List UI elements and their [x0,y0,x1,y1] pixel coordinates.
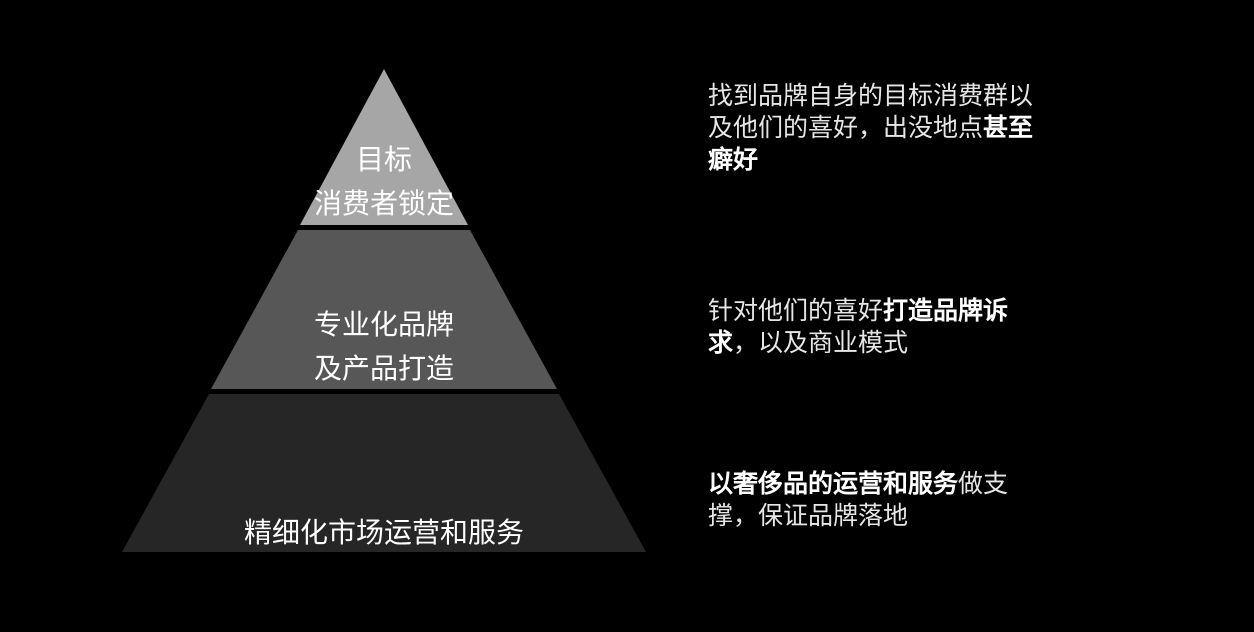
pyramid-tier-bottom [122,394,646,552]
description-top: 找到品牌自身的目标消费群以及他们的喜好，出没地点甚至癖好 [708,80,1048,176]
tier-top-label-line-2: 消费者锁定 [313,187,454,220]
tier-bottom-label: 精细化市场运营和服务 [184,511,584,555]
pyramid-tier-top [300,69,468,225]
description-middle-segment-1: 针对他们的喜好 [708,296,884,325]
tier-middle-label: 专业化品牌 及产品打造 [284,303,484,391]
description-middle: 针对他们的喜好打造品牌诉求，以及商业模式 [708,295,1048,359]
tier-bottom-label-line-1: 精细化市场运营和服务 [243,516,524,549]
description-bottom-segment-2: 做支撑，保证品牌落地 [708,469,1009,530]
description-middle-segment-2: 打造品牌诉求 [708,296,1009,357]
tier-top-label-line-1: 目标 [355,143,412,176]
description-bottom-segment-1: 以奢侈品的运营和服务 [708,469,959,498]
description-bottom: 以奢侈品的运营和服务做支撑，保证品牌落地 [708,468,1048,532]
tier-middle-label-line-2: 及产品打造 [313,352,454,385]
description-middle-segment-3: ，以及商业模式 [733,328,909,357]
tier-middle-label-line-1: 专业化品牌 [313,308,454,341]
tier-top-label: 目标 消费者锁定 [284,138,484,226]
pyramid-tier-middle [211,230,557,389]
description-top-segment-1: 找到品牌自身的目标消费群以及他们的喜好，出没地点 [708,81,1034,142]
description-top-segment-2: 甚至癖好 [708,113,1034,174]
